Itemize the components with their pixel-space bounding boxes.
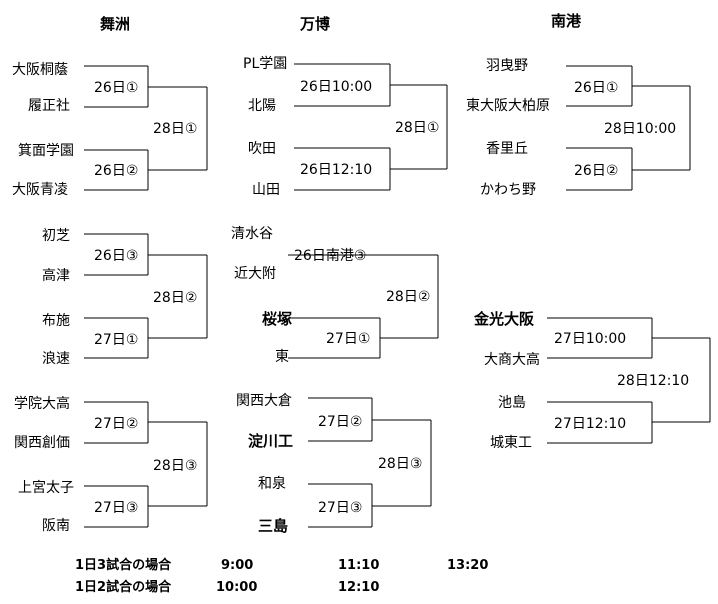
match-label: 27日12:10	[554, 416, 626, 432]
team-label: 淀川工	[248, 432, 293, 450]
match-label: 26日②	[574, 163, 618, 179]
match-label: 27日②	[318, 414, 362, 430]
match-label: 28日12:10	[617, 373, 689, 389]
team-label: 大商大高	[484, 351, 540, 368]
note-time: 11:10	[338, 558, 379, 573]
note-time: 9:00	[221, 558, 253, 573]
team-label: 城東工	[490, 435, 532, 451]
match-label: 27日①	[326, 331, 370, 347]
team-label: 大阪桐蔭	[12, 62, 68, 78]
team-label: 羽曳野	[486, 58, 528, 74]
bracket-block-maishima-2: 初芝 高津 布施 浪速 26日③ 27日① 28日②	[42, 227, 208, 367]
team-label: 浪速	[42, 351, 70, 367]
team-label: 吹田	[248, 141, 276, 157]
team-label: 大阪青凌	[12, 182, 68, 198]
match-label: 26日②	[94, 163, 138, 179]
team-label: 履正社	[28, 98, 70, 114]
note-label-three-games: 1日3試合の場合	[75, 557, 172, 573]
match-label: 28日③	[153, 458, 197, 474]
team-label: 池島	[498, 395, 526, 411]
venue-heading-minamiko: 南港	[551, 12, 582, 30]
match-label: 28日②	[153, 290, 197, 306]
team-label: かわち野	[480, 182, 536, 198]
match-label: 26日南港③	[294, 248, 366, 264]
team-label: PL学園	[243, 56, 287, 72]
match-label: 26日12:10	[300, 162, 372, 178]
team-label: 東	[275, 349, 289, 365]
bracket-block-banpaku-1: PL学園 北陽 吹田 山田 26日10:00 26日12:10 28日①	[243, 56, 448, 198]
match-label: 28日②	[386, 289, 430, 305]
team-label: 北陽	[248, 98, 276, 114]
team-label: 高津	[42, 267, 70, 284]
match-label: 27日③	[94, 500, 138, 516]
bracket-block-minamiko-1: 羽曳野 東大阪大柏原 香里丘 かわち野 26日① 26日② 28日10:00	[466, 58, 691, 198]
team-label: 和泉	[258, 475, 286, 492]
team-label: 三島	[258, 517, 288, 535]
match-label: 26日③	[94, 248, 138, 264]
team-label: 清水谷	[231, 226, 273, 242]
match-label: 27日①	[94, 332, 138, 348]
match-label: 27日③	[318, 500, 362, 516]
bracket-block-maishima-3: 学院大高 関西創価 上宮太子 阪南 27日② 27日③ 28日③	[14, 395, 208, 534]
team-label: 金光大阪	[473, 310, 535, 328]
bracket-block-minamiko-2: 金光大阪 大商大高 池島 城東工 27日10:00 27日12:10 28日12…	[473, 310, 711, 451]
team-label: 桜塚	[262, 310, 292, 328]
venue-heading-banpaku: 万博	[299, 15, 330, 33]
match-label: 26日①	[94, 80, 138, 96]
match-label: 28日①	[153, 121, 197, 137]
note-label-two-games: 1日2試合の場合	[75, 579, 172, 595]
note-time: 13:20	[447, 558, 488, 573]
team-label: 関西創価	[14, 435, 70, 451]
match-label: 28日①	[395, 120, 439, 136]
bracket-block-banpaku-2: 清水谷 近大附 桜塚 東 26日南港③ 27日① 28日②	[231, 226, 439, 365]
team-label: 箕面学園	[18, 142, 74, 159]
team-label: 関西大倉	[236, 393, 292, 409]
team-label: 上宮太子	[18, 480, 74, 496]
venue-heading-maishima: 舞洲	[100, 15, 130, 33]
team-label: 初芝	[42, 227, 70, 244]
team-label: 近大附	[234, 266, 276, 282]
match-label: 28日10:00	[604, 121, 676, 137]
team-label: 山田	[252, 182, 280, 198]
team-label: 学院大高	[14, 395, 70, 412]
match-label: 28日③	[378, 456, 422, 472]
team-label: 香里丘	[486, 141, 528, 157]
team-label: 阪南	[42, 518, 70, 534]
match-label: 27日②	[94, 416, 138, 432]
team-label: 布施	[42, 313, 70, 329]
bracket-block-banpaku-3: 関西大倉 淀川工 和泉 三島 27日② 27日③ 28日③	[236, 393, 432, 535]
team-label: 東大阪大柏原	[466, 98, 550, 114]
match-label: 26日①	[574, 80, 618, 96]
bracket-block-maishima-1: 大阪桐蔭 履正社 箕面学園 大阪青凌 26日① 26日② 28日①	[12, 62, 208, 198]
match-label: 27日10:00	[554, 331, 626, 347]
note-time: 10:00	[216, 580, 257, 595]
time-notes: 1日3試合の場合 9:00 11:10 13:20 1日2試合の場合 10:00…	[75, 557, 488, 595]
note-time: 12:10	[338, 580, 379, 595]
match-label: 26日10:00	[300, 79, 372, 95]
